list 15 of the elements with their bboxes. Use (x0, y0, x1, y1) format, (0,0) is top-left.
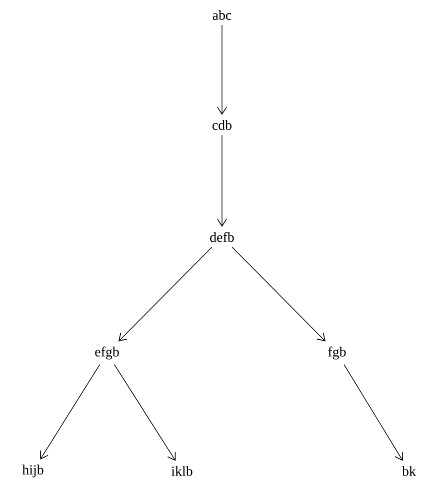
node-label: defb (210, 232, 234, 242)
arrow (217, 134, 227, 227)
node-label: hijb (22, 464, 44, 478)
node-label: iklb (171, 466, 192, 476)
node-label: fgb (328, 346, 346, 360)
arrow (118, 246, 212, 342)
arrow (217, 24, 227, 115)
node-label: bk (402, 466, 416, 476)
arrow (344, 364, 404, 461)
arrow (232, 246, 326, 342)
arrow (114, 364, 176, 461)
arrow (40, 364, 100, 460)
node-label: efgb (95, 346, 119, 360)
node-label: cdb (212, 120, 232, 130)
node-label: abc (212, 10, 232, 20)
